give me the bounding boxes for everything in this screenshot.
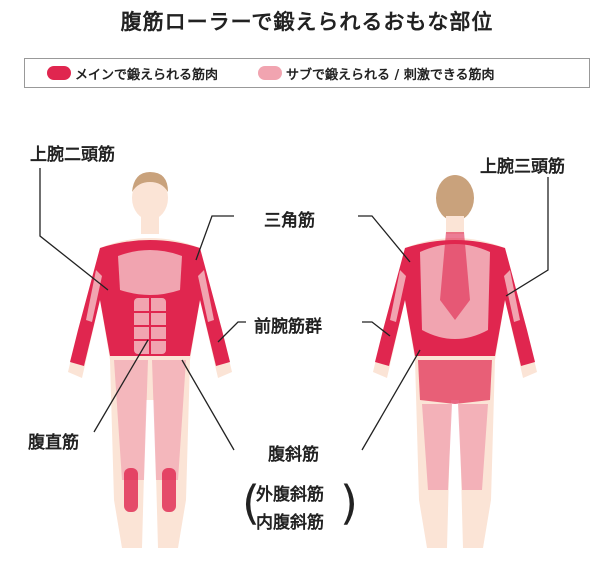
front-body — [68, 172, 232, 548]
leader-lines — [39, 168, 549, 451]
label-biceps: 上腕二頭筋 — [30, 140, 115, 165]
label-deltoid: 三角筋 — [264, 206, 315, 231]
back-body — [373, 175, 537, 548]
label-oblique: 腹斜筋 — [268, 440, 319, 465]
main-swatch — [47, 66, 71, 80]
paren-left: ( — [242, 476, 260, 530]
legend-sub-label: サブで鍛えられる / 刺激できる筋肉 — [286, 67, 495, 83]
label-forearm: 前腕筋群 — [254, 312, 322, 337]
label-rectus-abdominis: 腹直筋 — [28, 428, 79, 453]
legend-sub: サブで鍛えられる / 刺激できる筋肉 — [258, 64, 495, 83]
paren-right: ) — [340, 476, 358, 530]
label-triceps: 上腕三頭筋 — [480, 152, 565, 177]
legend-main: メインで鍛えられる筋肉 — [47, 64, 218, 83]
legend-main-label: メインで鍛えられる筋肉 — [75, 67, 219, 83]
sub-swatch — [258, 66, 283, 80]
legend: メインで鍛えられる筋肉 サブで鍛えられる / 刺激できる筋肉 — [24, 58, 590, 88]
diagram-title: 腹筋ローラーで鍛えられるおもな部位 — [120, 10, 494, 34]
label-internal-oblique: 内腹斜筋 — [256, 513, 324, 533]
label-external-oblique: 外腹斜筋 — [256, 485, 324, 505]
